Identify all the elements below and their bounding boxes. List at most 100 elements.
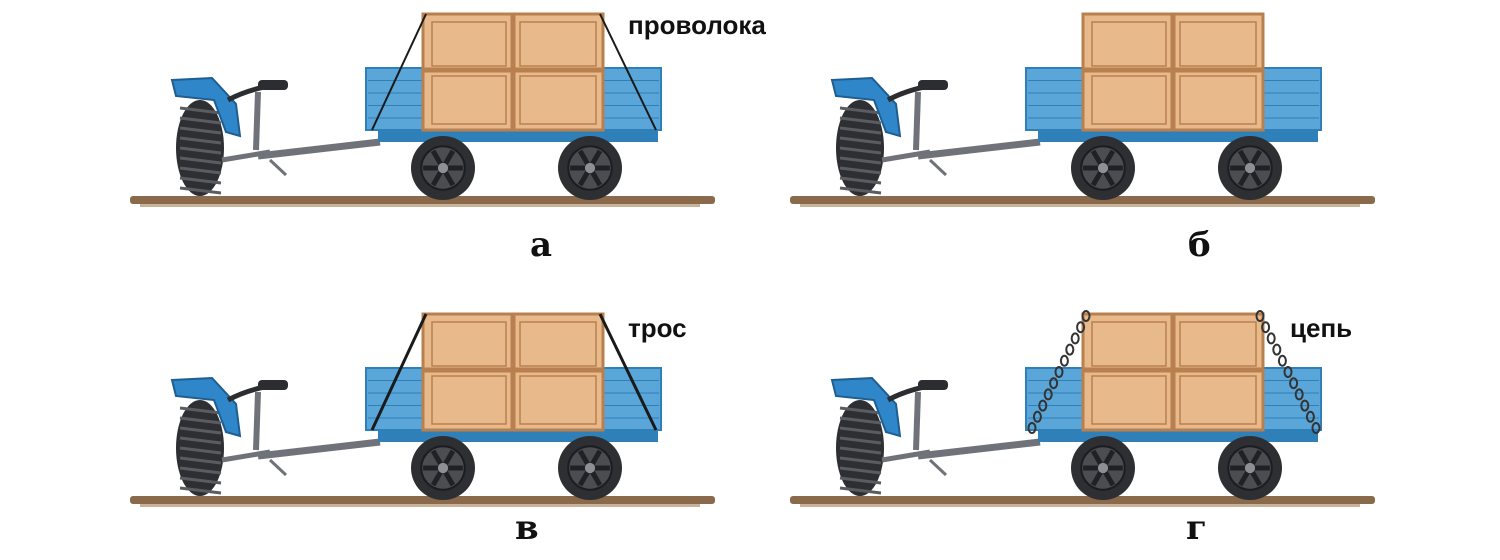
chain-link-left	[1059, 354, 1069, 367]
tractor-tread	[179, 126, 222, 135]
chain-link-left	[1054, 366, 1064, 378]
tractor-tread	[179, 136, 222, 145]
hitch-support	[928, 458, 948, 477]
hitch-support	[928, 158, 948, 177]
trailer-chassis	[378, 130, 658, 142]
trailer-chassis	[1038, 130, 1318, 142]
tractor-fender	[170, 376, 242, 438]
ground-shadow	[140, 204, 700, 207]
tractor-tread	[179, 186, 222, 195]
wire-left	[371, 13, 427, 131]
trailer-chassis	[1038, 430, 1318, 442]
ground-shadow	[800, 204, 1360, 207]
wheel-hub	[1097, 162, 1109, 174]
tractor-tread	[179, 486, 222, 495]
wheel-hub	[1097, 462, 1109, 474]
tractor-tread	[839, 146, 882, 155]
crate-panel	[1179, 75, 1257, 125]
chain-link-right	[1283, 366, 1293, 378]
tractor-seat	[918, 80, 948, 90]
tractor-column	[253, 91, 261, 151]
crate-panel	[431, 21, 507, 67]
tractor-tread	[839, 116, 882, 125]
ground-strip	[790, 196, 1375, 204]
ground-strip	[790, 496, 1375, 504]
cable-right	[598, 313, 658, 431]
chain-link-left	[1043, 388, 1053, 401]
chain-link-left	[1076, 321, 1086, 334]
tractor-tread	[179, 416, 222, 425]
tractor-tread	[839, 406, 882, 415]
annotation-wire-label: проволока	[628, 10, 766, 40]
tractor-tread	[839, 436, 882, 445]
crate-panel	[431, 375, 507, 425]
scene-panel-b	[790, 12, 1375, 207]
tractor-tread	[839, 486, 882, 495]
tractor-tread	[839, 156, 882, 165]
tractor-seat	[258, 80, 288, 90]
tractor-tread	[179, 476, 222, 485]
crate-panel	[1091, 21, 1167, 67]
ground-shadow	[800, 504, 1360, 507]
chain-link-right	[1311, 422, 1321, 434]
chain-link-left	[1038, 399, 1048, 412]
cable-left	[370, 313, 428, 431]
chain-link-right	[1300, 399, 1310, 412]
hitch-support	[268, 458, 288, 477]
tractor-tread	[179, 406, 222, 415]
annotation-chain-label: цепь	[1290, 313, 1353, 343]
tractor-tread	[179, 466, 222, 475]
tractor-tread	[839, 136, 882, 145]
drawbar	[917, 138, 1041, 160]
drawbar	[257, 138, 381, 160]
chain-link-right	[1277, 354, 1287, 367]
chain-link-left	[1081, 310, 1091, 322]
caption-panel-b: б	[1188, 225, 1211, 265]
chain-link-left	[1027, 422, 1037, 434]
tractor-tread	[179, 166, 222, 175]
scene-panel-v	[130, 312, 715, 507]
crate-panel	[1179, 21, 1257, 67]
chain-link-left	[1049, 377, 1059, 390]
crate-panel	[431, 321, 507, 367]
wire-right	[599, 13, 657, 131]
trailer-chassis	[378, 430, 658, 442]
chain-link-left	[1070, 332, 1080, 345]
crate-panel	[519, 75, 597, 125]
chain-link-left	[1065, 343, 1075, 356]
tractor-tread	[839, 466, 882, 475]
ground-shadow	[140, 504, 700, 507]
tractor-fender	[830, 76, 902, 138]
crate-panel	[1091, 375, 1167, 425]
chain-link-right	[1261, 321, 1271, 334]
tractor-tread	[839, 106, 882, 115]
wheel-hub	[584, 462, 596, 474]
chain-link-right	[1289, 377, 1299, 390]
wheel-hub	[584, 162, 596, 174]
tractor-column	[913, 91, 921, 151]
tractor-seat	[258, 380, 288, 390]
tractor-fender	[830, 376, 902, 438]
tractor-tread	[839, 446, 882, 455]
crate-panel	[431, 75, 507, 125]
chain-link-right	[1272, 343, 1282, 356]
ground-strip	[130, 196, 715, 204]
drawbar	[917, 438, 1041, 460]
crate-panel	[1091, 321, 1167, 367]
caption-panel-v: в	[515, 508, 539, 548]
tractor-tread	[179, 456, 222, 465]
tractor-tread	[179, 106, 222, 115]
tractor-tread	[179, 116, 222, 125]
crate-panel	[1179, 321, 1257, 367]
chain-link-right	[1305, 410, 1315, 423]
tractor-tread	[839, 456, 882, 465]
tractor-tread	[839, 126, 882, 135]
tractor-column	[253, 391, 261, 451]
tractor-tread	[839, 416, 882, 425]
tractor-tread	[179, 176, 222, 185]
wheel-hub	[437, 162, 449, 174]
drawbar	[257, 438, 381, 460]
ground-strip	[130, 496, 715, 504]
